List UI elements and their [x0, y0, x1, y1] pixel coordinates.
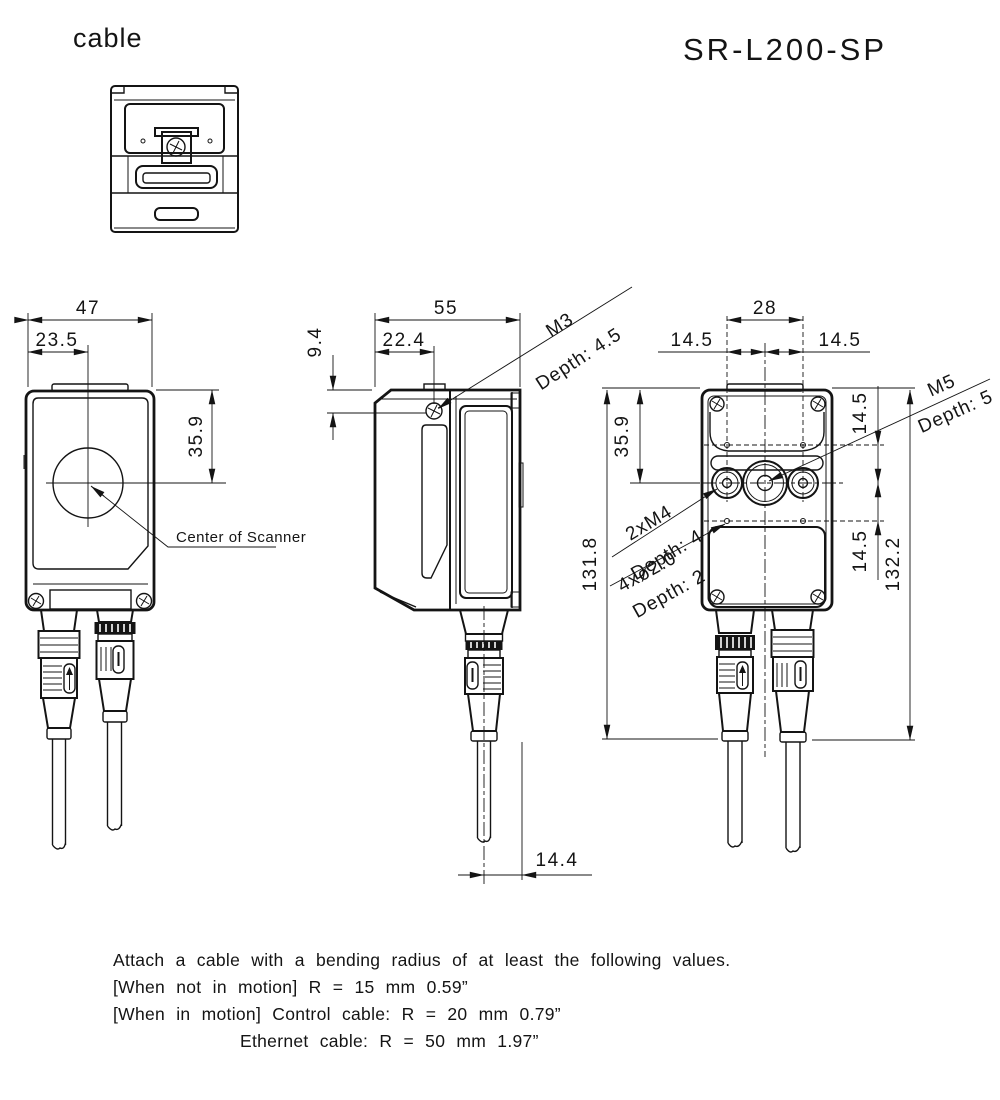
dim-back-mount-left: 14.5	[671, 330, 714, 351]
dim-back-top-to-center: 35.9	[612, 415, 633, 458]
dim-back-center-upper: 14.5	[850, 392, 871, 435]
back-view	[630, 316, 884, 757]
note-line-4: Ethernet cable: R = 50 mm 1.97”	[240, 1031, 539, 1051]
dim-front-center-x: 23.5	[36, 330, 79, 351]
back-m5-label: M5	[925, 371, 959, 402]
back-m5-depth-label: Depth: 5	[915, 386, 996, 438]
top-view	[110, 85, 239, 233]
dim-back-center-lower: 14.5	[850, 530, 871, 573]
dim-side-depth: 55	[434, 298, 458, 319]
dim-back-mount-span: 28	[753, 298, 777, 319]
side-thread-depth-label: Depth: 4.5	[532, 324, 625, 395]
dim-side-cable-offset: 14.4	[536, 850, 579, 871]
back-corner-screws	[709, 396, 826, 605]
note-line-1: Attach a cable with a bending radius of …	[113, 950, 730, 970]
front-dimensions: 47 23.5 35.9 Center of Scanner	[14, 298, 306, 548]
back-control-cable	[714, 609, 756, 848]
side-cable	[458, 606, 510, 884]
front-view	[23, 383, 156, 612]
note-line-2: [When not in motion] R = 15 mm 0.59”	[113, 977, 468, 997]
side-view	[373, 383, 524, 612]
back-dimensions: 28 14.5 14.5 35.9 131.8 132.2 14.5 14.5 …	[580, 298, 996, 741]
dim-side-screw-y: 9.4	[305, 327, 326, 358]
bending-radius-note: Attach a cable with a bending radius of …	[113, 950, 730, 1051]
dim-side-screw-x: 22.4	[383, 330, 426, 351]
note-line-3: [When in motion] Control cable: R = 20 m…	[113, 1004, 561, 1024]
cable-view-label: cable	[73, 23, 143, 53]
front-ethernet-cable	[94, 609, 136, 831]
dim-front-center-y: 35.9	[186, 415, 207, 458]
back-ethernet-cable	[770, 609, 815, 853]
side-thread-label: M3	[542, 309, 577, 342]
dim-back-height-right: 132.2	[883, 536, 904, 591]
page-title: SR-L200-SP	[683, 32, 887, 67]
scanner-center-label: Center of Scanner	[176, 529, 306, 546]
front-control-cable	[37, 609, 81, 850]
dim-front-width: 47	[76, 298, 100, 319]
dim-back-mount-right: 14.5	[819, 330, 862, 351]
dim-back-height-left: 131.8	[580, 536, 601, 591]
back-m4-label: 2xM4	[622, 501, 676, 545]
